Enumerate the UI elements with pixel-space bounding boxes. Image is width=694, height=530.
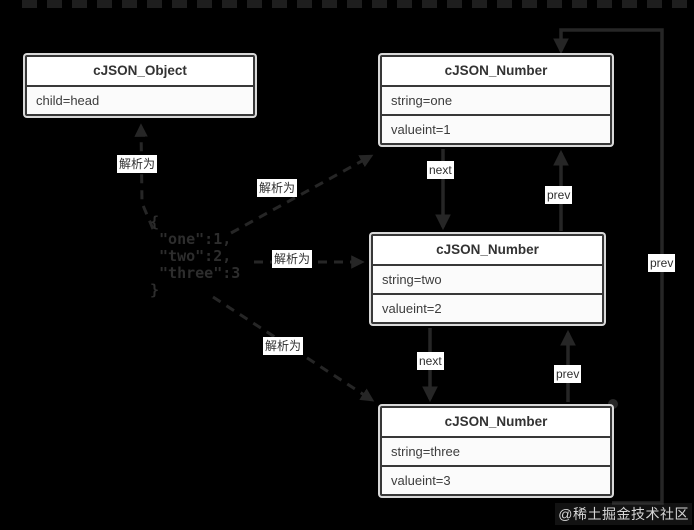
edge-label-prev-1: prev	[545, 186, 573, 204]
edge-prev-wraparound-arrow	[553, 28, 664, 505]
node-field-string: string=one	[382, 87, 610, 116]
edge-label-prev-2: prev	[554, 365, 582, 383]
watermark: @稀土掘金技术社区	[555, 503, 692, 525]
node-title: cJSON_Number	[373, 236, 602, 266]
json-source-snippet: { "one":1, "two":2, "three":3 }	[150, 213, 241, 299]
node-field-string: string=two	[373, 266, 602, 295]
node-title: cJSON_Number	[382, 57, 610, 87]
node-title: cJSON_Number	[382, 408, 610, 438]
edge-label-next-1: next	[427, 161, 454, 179]
node-title: cJSON_Object	[27, 57, 253, 87]
node-field-valueint: valueint=3	[382, 467, 610, 494]
edge-label-parse-three: 解析为	[263, 337, 304, 355]
node-cjson-number-two: cJSON_Number string=two valueint=2	[371, 234, 604, 324]
node-field-string: string=three	[382, 438, 610, 467]
node-cjson-number-three: cJSON_Number string=three valueint=3	[380, 406, 612, 496]
node-cjson-object: cJSON_Object child=head	[25, 55, 255, 116]
edge-label-next-2: next	[417, 352, 444, 370]
top-edge-dashes	[22, 0, 694, 8]
edge-label-parse-one: 解析为	[257, 179, 298, 197]
edge-parse-to-number1-arrow	[230, 154, 374, 235]
node-cjson-number-one: cJSON_Number string=one valueint=1	[380, 55, 612, 145]
edge-label-parse-two: 解析为	[272, 250, 313, 268]
node-field-valueint: valueint=1	[382, 116, 610, 143]
edge-label-prev-wrap: prev	[648, 254, 676, 272]
node-field-valueint: valueint=2	[373, 295, 602, 322]
edge-label-parse-object: 解析为	[117, 155, 158, 173]
node-field-child: child=head	[27, 87, 253, 114]
